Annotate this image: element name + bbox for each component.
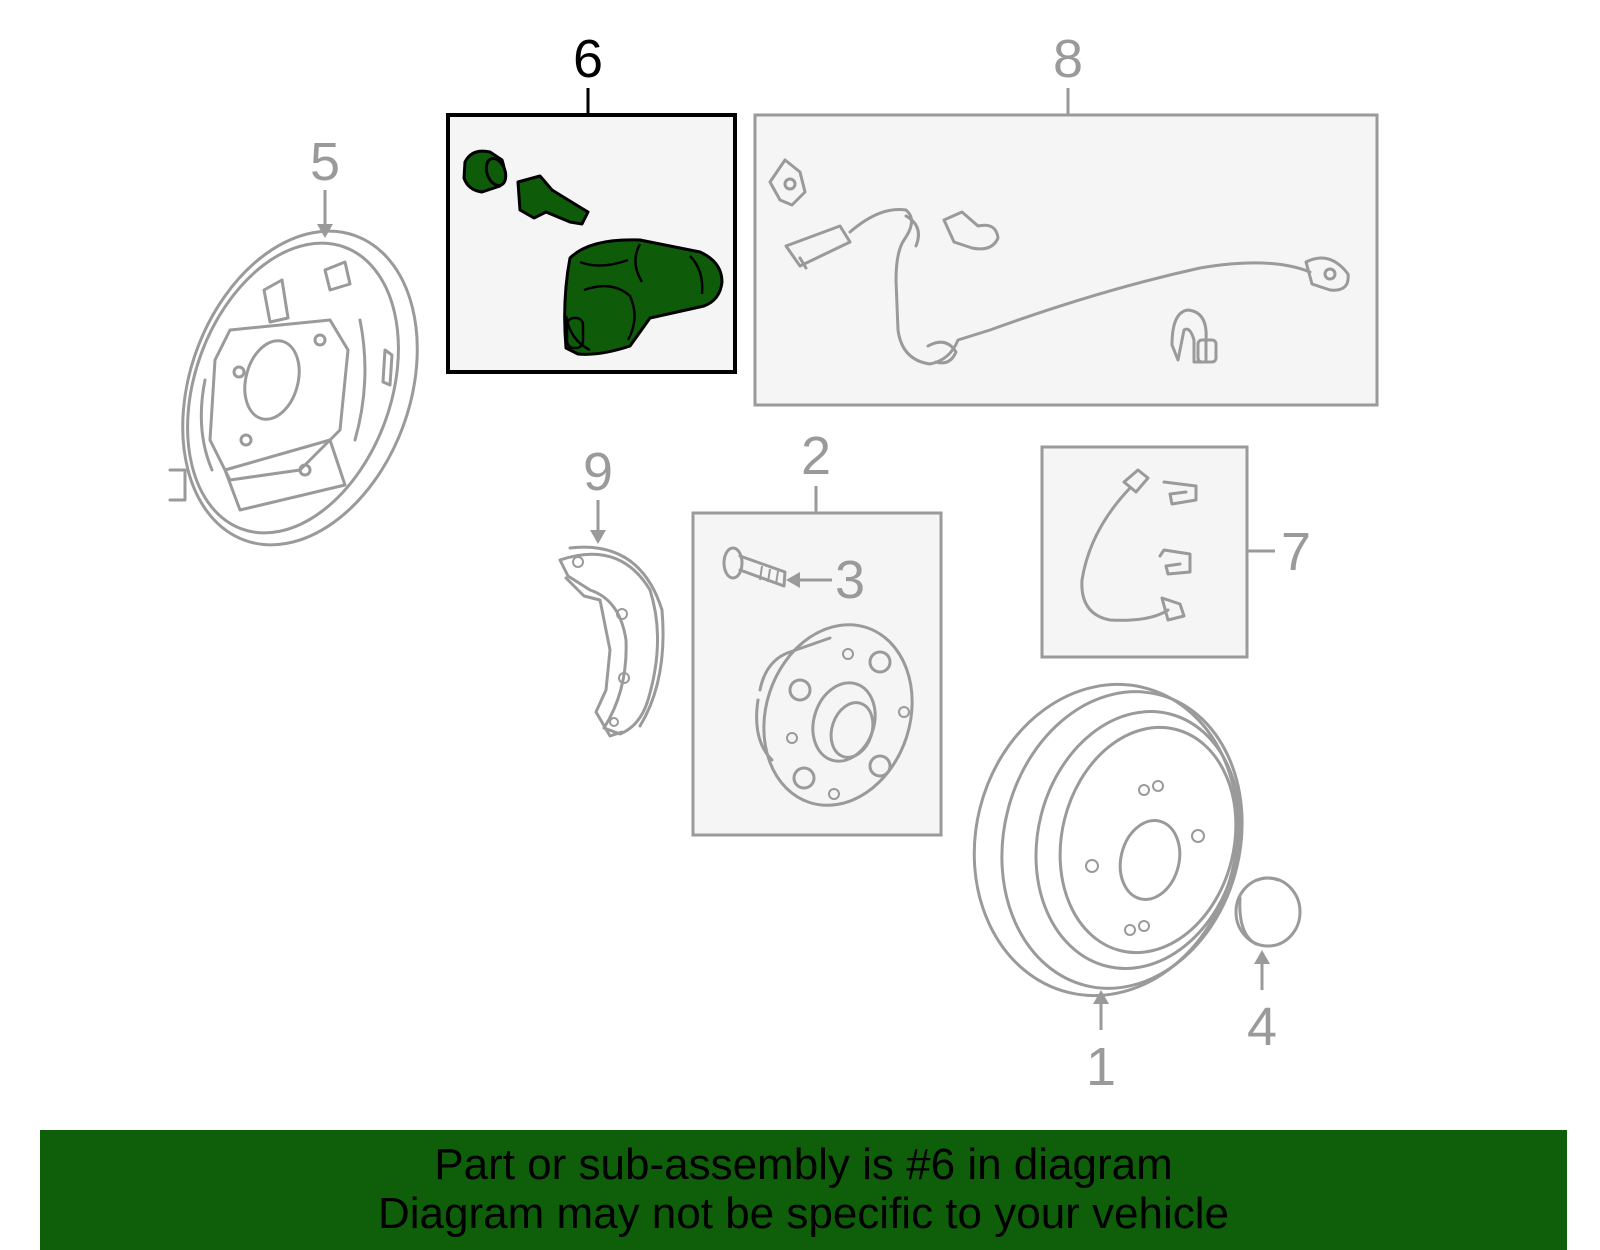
banner-line-1: Part or sub-assembly is #6 in diagram bbox=[434, 1140, 1173, 1189]
arrow-1 bbox=[1093, 990, 1109, 1004]
part-5-backing-plate[interactable] bbox=[141, 198, 459, 578]
callout-7: 7 bbox=[1281, 522, 1311, 582]
part-7-box[interactable] bbox=[1040, 445, 1249, 659]
part-8-box[interactable] bbox=[753, 113, 1379, 407]
cylinder-body bbox=[563, 238, 724, 356]
part-2-box[interactable] bbox=[691, 511, 943, 837]
arrow-4 bbox=[1254, 950, 1270, 964]
part-9-brake-shoe[interactable] bbox=[558, 545, 665, 738]
part-2-hub[interactable] bbox=[741, 605, 935, 824]
part-1-brake-drum[interactable] bbox=[942, 656, 1273, 1024]
callout-3: 3 bbox=[835, 550, 865, 610]
callout-5: 5 bbox=[310, 132, 340, 192]
part-3-hub-bolt[interactable] bbox=[722, 546, 787, 588]
part-7-brake-hose[interactable] bbox=[1080, 468, 1198, 622]
callout-2: 2 bbox=[801, 426, 831, 486]
bleeder-screw bbox=[516, 174, 590, 226]
part-6-wheel-cylinder[interactable] bbox=[462, 149, 724, 356]
arrow-9 bbox=[590, 530, 606, 544]
part-8-abs-sensor[interactable] bbox=[768, 158, 1350, 366]
callout-6: 6 bbox=[573, 29, 603, 89]
callout-8: 8 bbox=[1053, 29, 1083, 89]
arrow-5 bbox=[317, 224, 333, 238]
callout-4: 4 bbox=[1247, 997, 1277, 1057]
banner-line-2: Diagram may not be specific to your vehi… bbox=[377, 1189, 1230, 1238]
arrow-3 bbox=[786, 572, 800, 588]
callout-9: 9 bbox=[583, 442, 613, 502]
callout-1: 1 bbox=[1086, 1037, 1116, 1097]
part-4-cap[interactable] bbox=[1234, 876, 1302, 948]
info-banner: Part or sub-assembly is #6 in diagram Di… bbox=[40, 1130, 1567, 1250]
